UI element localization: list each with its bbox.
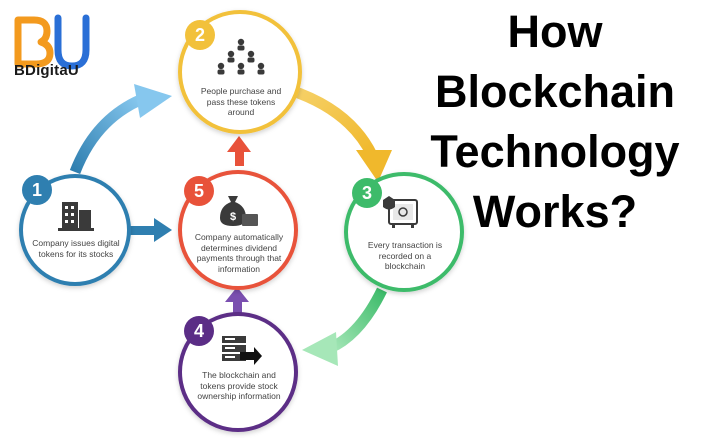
- step-1-text: Company issues digital tokens for its st…: [32, 238, 120, 259]
- step-number-2: 2: [185, 20, 215, 50]
- step-5-text: Company automatically determines dividen…: [194, 232, 284, 274]
- step-number-4: 4: [184, 316, 214, 346]
- arrow-1-to-2: [69, 84, 172, 175]
- money-bag-icon: $: [220, 196, 258, 226]
- safe-vault-icon: [383, 196, 418, 228]
- step-number-3: 3: [352, 178, 382, 208]
- title-line: How: [507, 6, 603, 57]
- arrow-5-to-2: [227, 136, 251, 166]
- brand-name: BDigitaU: [14, 62, 79, 79]
- arrow-1-to-5: [130, 218, 172, 242]
- step-2-text: People purchase and pass these tokens ar…: [200, 86, 282, 117]
- step-number-1: 1: [22, 175, 52, 205]
- svg-text:$: $: [230, 211, 236, 223]
- arrow-3-to-4: [302, 287, 387, 366]
- arrow-4-to-5: [225, 287, 249, 314]
- building-icon: [58, 202, 94, 231]
- title-line: Technology: [430, 126, 680, 177]
- people-network-icon: [217, 38, 265, 75]
- step-3-text: Every transaction is recorded on a block…: [367, 240, 443, 271]
- brand-logo-icon: [14, 14, 90, 70]
- server-arrow-icon: [222, 336, 262, 365]
- title-line: Blockchain: [434, 66, 676, 117]
- step-4-text: The blockchain and tokens provide stock …: [197, 370, 281, 401]
- arrow-2-to-3: [288, 84, 392, 182]
- step-number-5: 5: [184, 176, 214, 206]
- step-circle-4: [178, 312, 298, 432]
- title-line: Works?: [472, 186, 638, 237]
- page-title: How Blockchain Technology Works?: [420, 2, 690, 242]
